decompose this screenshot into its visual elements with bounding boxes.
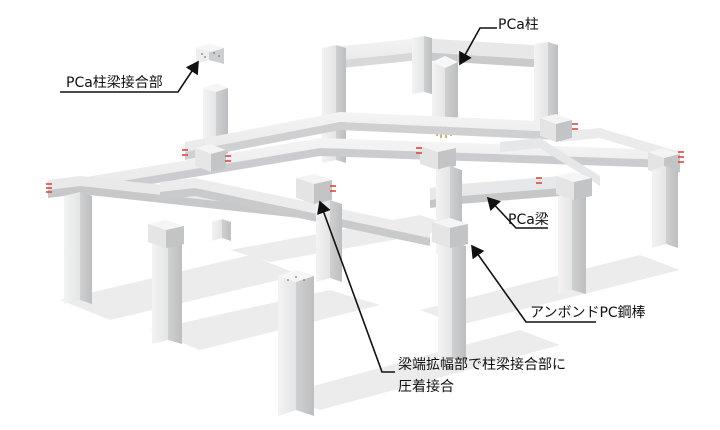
label-unbonded-pc-bar: アンボンドPC鋼棒 xyxy=(530,305,646,321)
back-left-lower-column xyxy=(212,219,231,241)
leader-pca-joint xyxy=(60,60,199,93)
front-joints xyxy=(148,172,592,248)
upper-beam-grid xyxy=(48,112,680,246)
label-pca-joint: PCa柱梁接合部 xyxy=(66,75,163,91)
leader-unbonded-bar xyxy=(471,244,596,323)
pca-joint-piece xyxy=(196,44,224,64)
label-pca-column: PCa柱 xyxy=(498,17,539,33)
leader-widened-end xyxy=(317,200,395,373)
label-pca-beam: PCa梁 xyxy=(508,212,549,228)
label-widened-end-line1: 梁端拡幅部で柱梁接合部に xyxy=(398,357,566,373)
leader-lines xyxy=(60,27,596,373)
leader-pca-beam xyxy=(486,196,548,229)
label-widened-end-line2: 圧着接合 xyxy=(398,379,454,395)
back-portal-frame xyxy=(322,36,558,163)
leader-pca-column xyxy=(459,27,497,66)
front-columns xyxy=(64,166,678,416)
